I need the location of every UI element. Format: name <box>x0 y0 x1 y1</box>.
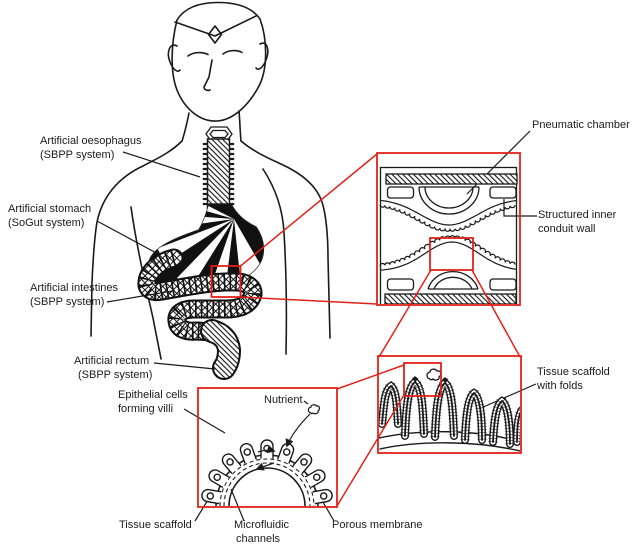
artificial-rectum-drawing <box>200 319 241 380</box>
label-pneumatic-chamber: Pneumatic chamber <box>532 119 630 133</box>
artificial-intestines-drawing <box>137 248 263 342</box>
label-nutrient: Nutrient <box>264 394 303 408</box>
label-line: Artificial oesophagus <box>40 135 142 147</box>
right-eye <box>222 49 243 55</box>
flow-arrows <box>255 445 276 471</box>
bottom-hatch-bar <box>384 293 517 304</box>
leader-lines <box>96 130 537 522</box>
villi-detail-drawing <box>201 404 333 507</box>
conduit-detail-drawing <box>379 166 518 304</box>
leader-conduit-wall <box>503 199 537 217</box>
leader-tissue-scaffold-folds <box>480 383 537 409</box>
leader-microfluidic <box>230 488 245 522</box>
porous-membrane-inner-wall <box>228 467 306 507</box>
label-tissue-scaffold: Tissue scaffold <box>119 519 192 533</box>
leader-stomach <box>96 220 161 256</box>
nutrient-blob <box>307 404 321 415</box>
zoom-connectors-conduit-to-folds <box>378 269 521 358</box>
label-line: (SBPP system) <box>40 148 115 161</box>
artificial-oesophagus-drawing <box>202 126 235 209</box>
pneumatic-chamber-left <box>386 186 415 199</box>
label-line: Artificial stomach <box>8 203 92 215</box>
label-line: (SBPP system) <box>78 368 153 381</box>
pneumatic-chamber-right <box>489 186 517 199</box>
label-line: forming villi <box>118 402 174 415</box>
label-artificial-rectum: Artificial rectum (SBPP system) <box>74 355 152 383</box>
label-line: Microfluidic <box>234 519 290 531</box>
structured-inner-conduit-wall <box>379 199 517 271</box>
conduit-frame <box>379 166 518 304</box>
left-ear <box>167 44 181 72</box>
right-ear <box>255 42 269 70</box>
epithelial-villi <box>201 439 333 505</box>
microfluidic-channel-dash-outer <box>219 458 315 507</box>
label-line: Porous membrane <box>332 519 423 531</box>
label-line: Nutrient <box>264 394 303 406</box>
leader-epithelial-cells <box>183 408 226 434</box>
leader-intestines <box>106 290 173 303</box>
label-tissue-scaffold-with-folds: Tissue scaffold with folds <box>537 366 610 394</box>
detail-box-conduit <box>376 152 521 306</box>
label-line: (SBPP system) <box>30 295 105 308</box>
label-line: Pneumatic chamber <box>532 119 630 131</box>
label-line: Tissue scaffold <box>537 366 610 378</box>
human-figure <box>90 1 331 360</box>
label-artificial-oesophagus: Artificial oesophagus (SBPP system) <box>40 135 142 163</box>
detail-box-villi <box>197 387 338 508</box>
zoom-box-intestine <box>210 265 242 298</box>
label-line: Epithelial cells <box>118 389 188 401</box>
label-structured-inner-conduit-wall: Structured inner conduit wall <box>538 209 616 237</box>
label-epithelial-cells: Epithelial cells forming villi <box>118 389 188 417</box>
leader-oesophagus <box>122 151 201 178</box>
head <box>167 1 269 122</box>
label-line: Structured inner <box>538 209 617 221</box>
label-line: (SoGut system) <box>8 216 85 229</box>
pneumatic-chamber-dome-top <box>418 186 480 215</box>
label-line: Tissue scaffold <box>119 519 192 531</box>
leader-nutrient <box>303 400 309 405</box>
zoom-box-conduit-inner <box>429 237 474 271</box>
left-eye <box>187 51 209 57</box>
pneumatic-chamber-right-bottom <box>489 278 517 291</box>
pneumatic-chamber-dome-bottom <box>427 270 479 290</box>
oesophagus-ribs <box>202 142 235 206</box>
label-artificial-stomach: Artificial stomach (SoGut system) <box>8 203 91 231</box>
particle-blob <box>426 368 442 381</box>
folds-detail-drawing <box>379 368 520 452</box>
pneumatic-chamber-left-bottom <box>386 278 415 291</box>
detail-box-folds <box>377 355 522 454</box>
zoom-connectors-folds-to-villi <box>336 364 405 507</box>
zoom-connectors-intestine-to-conduit <box>240 153 378 305</box>
label-line: conduit wall <box>538 222 596 235</box>
leader-rectum <box>153 362 216 370</box>
zoom-box-folds-inner <box>403 362 442 397</box>
label-porous-membrane: Porous membrane <box>332 519 423 533</box>
scaffold-base-arcs <box>379 431 520 452</box>
forehead-diamond <box>207 25 223 44</box>
label-microfluidic-channels: Microfluidic channels <box>234 519 289 547</box>
zoom-annotations <box>197 152 522 508</box>
torso-outline <box>90 110 331 360</box>
face-outline <box>171 1 267 122</box>
hairline <box>174 15 257 37</box>
nose <box>203 59 213 92</box>
microfluidic-channel-dash-inner <box>223 462 311 507</box>
label-line: Artificial intestines <box>30 282 119 294</box>
nutrient-arrow <box>285 413 311 448</box>
tissue-folds <box>379 376 520 448</box>
label-line: with folds <box>537 379 583 392</box>
label-line: channels <box>236 532 281 545</box>
label-artificial-intestines: Artificial intestines (SBPP system) <box>30 282 118 310</box>
label-line: Artificial rectum <box>74 355 150 367</box>
top-hatch-bar <box>385 173 518 185</box>
